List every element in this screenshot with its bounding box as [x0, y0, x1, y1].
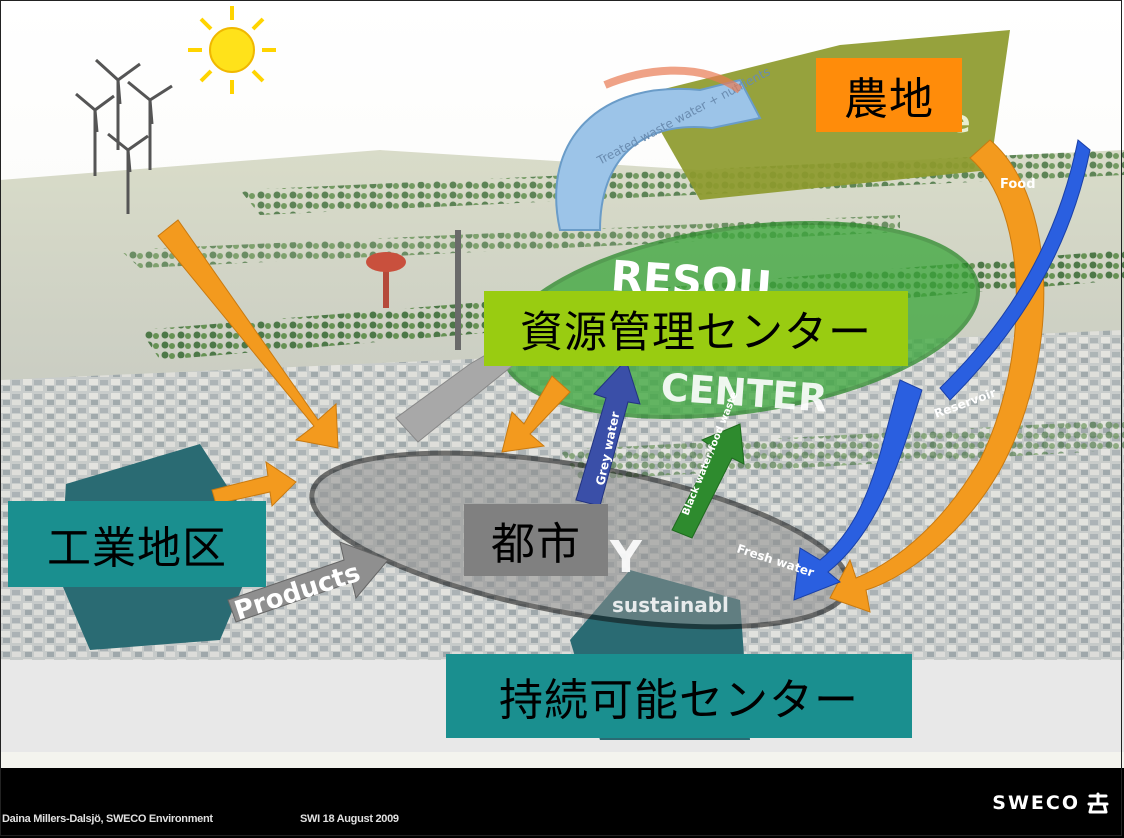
wind-turbine-icon	[75, 58, 173, 214]
sweco-logo-text: SWECO	[992, 792, 1080, 814]
footer-date: SWI 18 August 2009	[300, 813, 399, 825]
energy-arrows	[157, 219, 571, 508]
farmland-label: 農地	[816, 58, 962, 132]
food-arrow	[829, 139, 1045, 613]
sweco-logo: SWECO	[992, 792, 1110, 814]
water-tower-icon	[366, 230, 461, 350]
sustain-sign-text: sustainabl	[612, 593, 729, 617]
city-label: 都市	[464, 504, 608, 576]
fertilizer-arrow	[555, 78, 762, 231]
resource-center-label: 資源管理センター	[484, 291, 908, 366]
sweco-star-icon	[1087, 792, 1109, 814]
footer-bar: Daina Millers-Dalsjö, SWECO Environment …	[0, 768, 1124, 838]
food-arrow-label: Food	[1000, 177, 1036, 192]
city-sign-text: Y	[609, 532, 643, 583]
orange-arrow-wind	[157, 219, 339, 449]
industrial-zone-label: 工業地区	[8, 501, 266, 587]
orange-arrow-resource	[501, 375, 571, 453]
footer-author: Daina Millers-Dalsjö, SWECO Environment	[2, 813, 213, 825]
reservoir-arrow	[939, 139, 1091, 401]
sun-icon	[188, 6, 276, 94]
sustainability-center-label: 持続可能センター	[446, 654, 912, 738]
